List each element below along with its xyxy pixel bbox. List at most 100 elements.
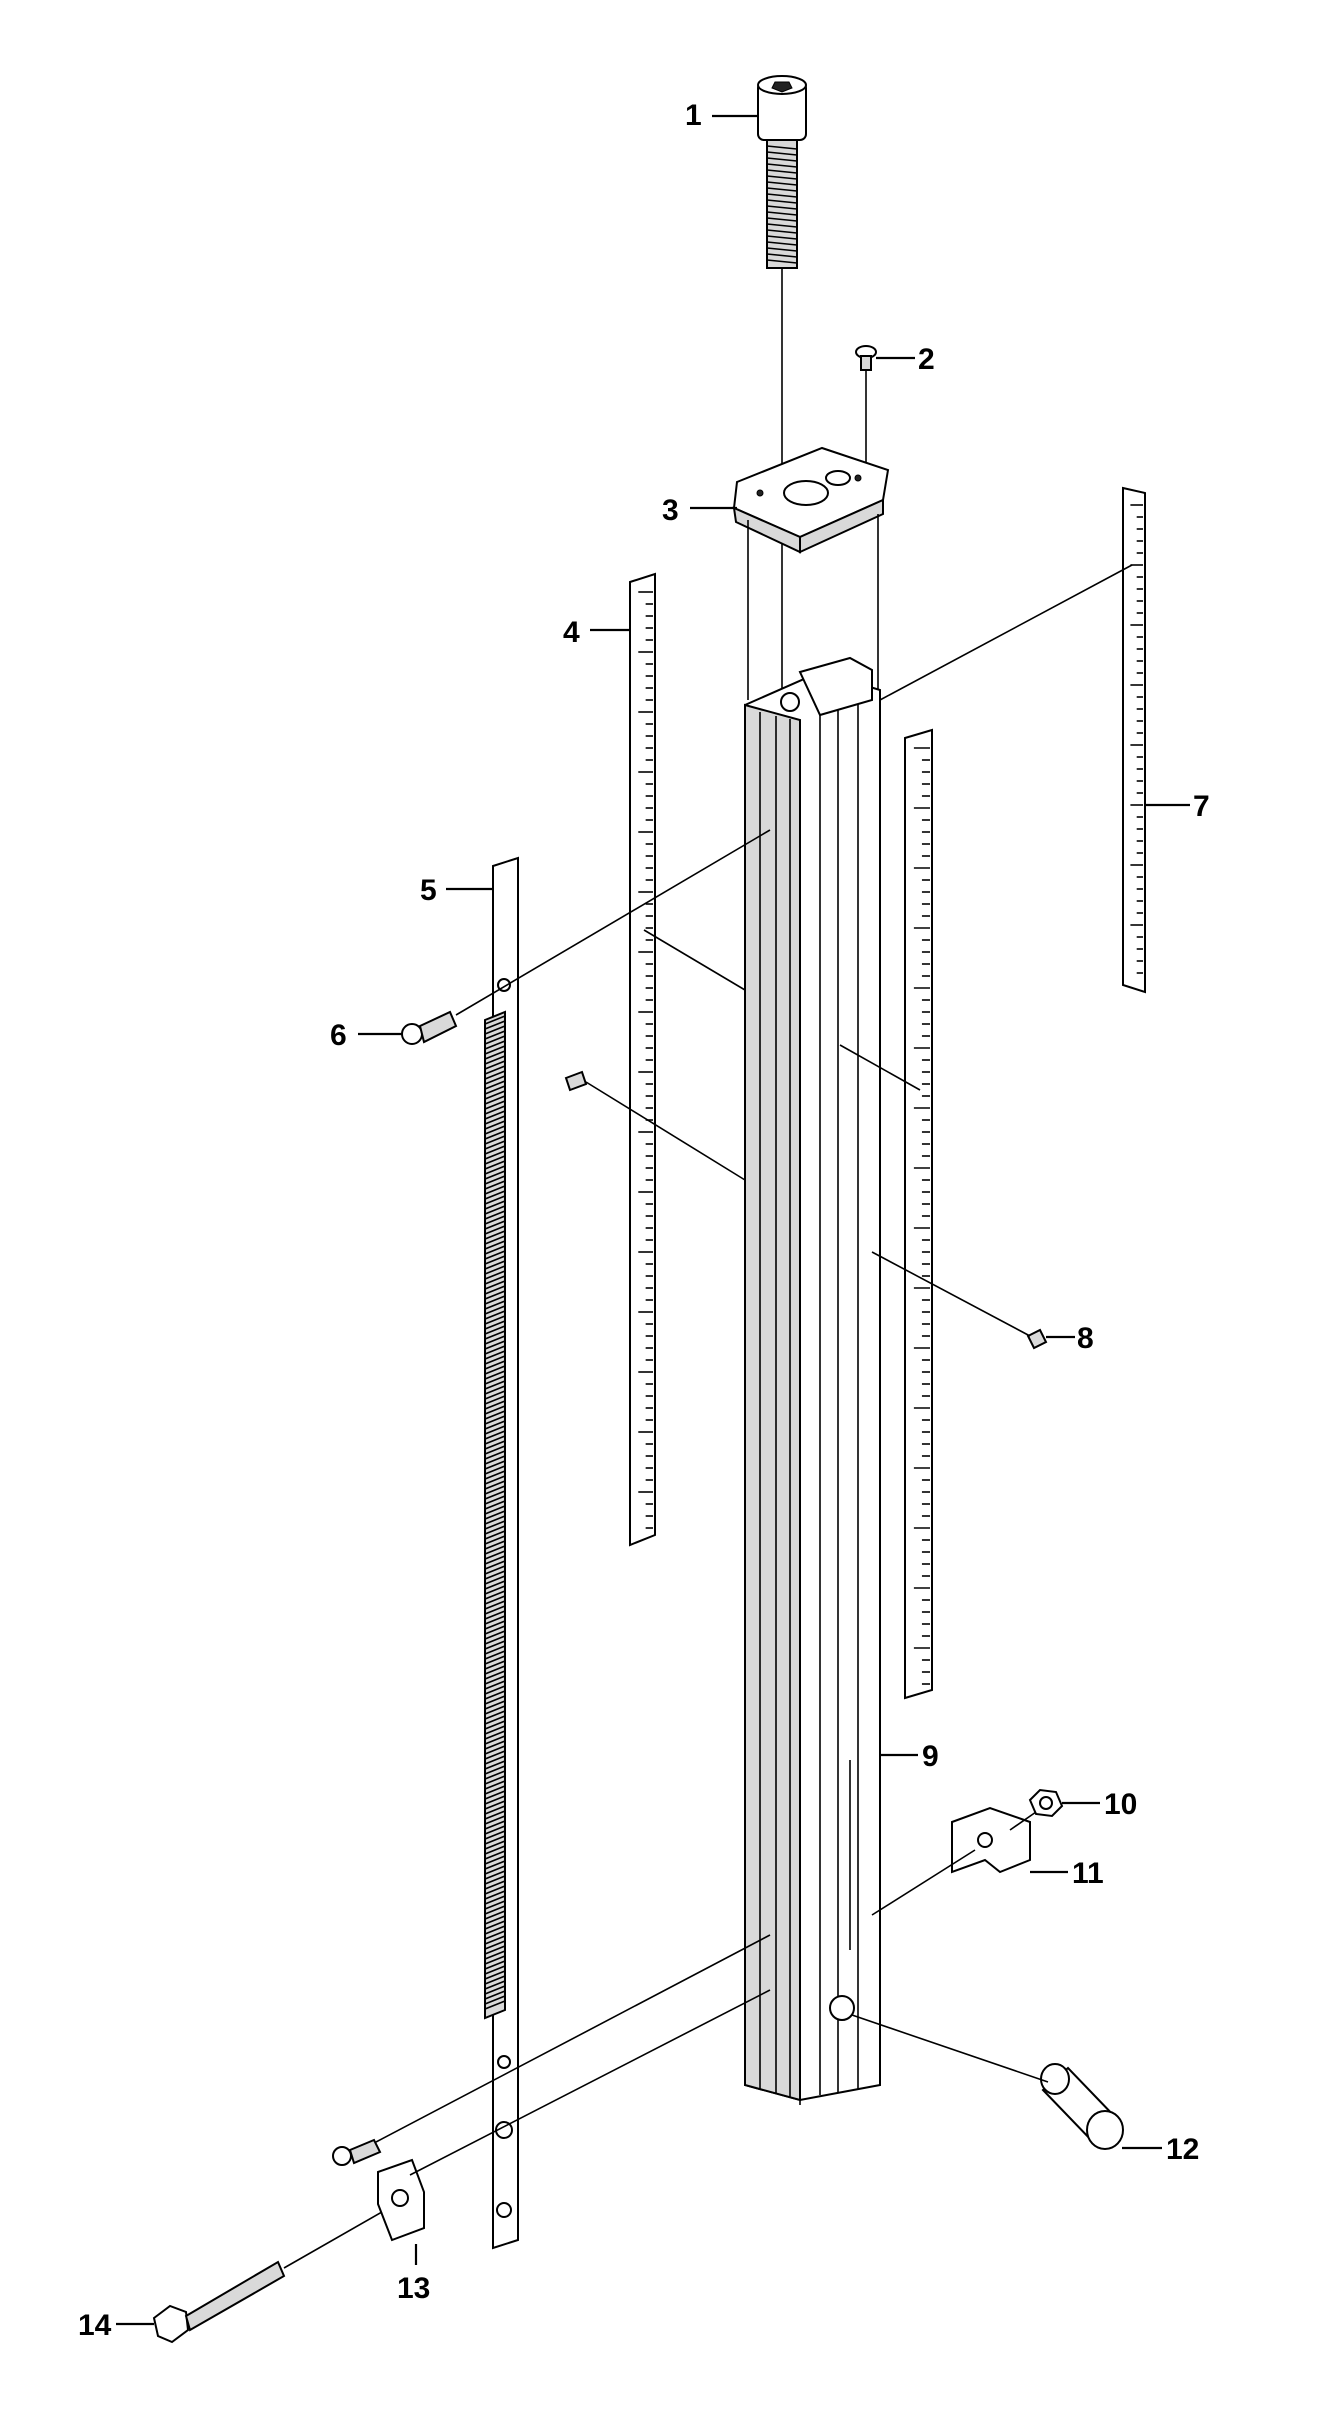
rack-tooth xyxy=(484,1820,506,1830)
part-10-nut xyxy=(1009,1788,1064,1831)
rack-tooth xyxy=(484,1365,506,1375)
rack-tooth xyxy=(484,1765,506,1775)
rack-tooth xyxy=(484,1975,506,1985)
rack-tooth xyxy=(484,1455,506,1465)
rack-tooth xyxy=(484,1475,506,1485)
callout-3: 3 xyxy=(662,494,737,527)
rack-tooth xyxy=(484,1650,506,1660)
rack-tooth xyxy=(484,1290,506,1300)
rack-tooth xyxy=(484,1060,506,1070)
rack-tooth xyxy=(484,1680,506,1690)
rack-tooth xyxy=(484,1670,506,1680)
callout-12: 12 xyxy=(1122,2133,1199,2166)
part-1-socket-bolt xyxy=(757,75,807,700)
rack-tooth xyxy=(484,1080,506,1090)
bolt-thread xyxy=(766,217,798,222)
rack-tooth xyxy=(484,1335,506,1345)
rack-tooth xyxy=(484,1750,506,1760)
rack-tooth xyxy=(484,1735,506,1745)
rack-tooth xyxy=(484,1635,506,1645)
bolt-thread xyxy=(766,175,798,180)
rack-tooth xyxy=(484,1625,506,1635)
rack-tooth xyxy=(484,1965,506,1975)
rack-tooth xyxy=(484,1325,506,1335)
rack-tooth xyxy=(484,1435,506,1445)
bottom-rack-screw xyxy=(332,1934,771,2176)
rack-tooth xyxy=(484,1245,506,1255)
rack-tooth xyxy=(484,1355,506,1365)
rack-tooth xyxy=(484,1860,506,1870)
rack-tooth xyxy=(484,1660,506,1670)
rack-tooth xyxy=(484,1255,506,1265)
callout-7: 7 xyxy=(1145,790,1210,823)
rack-tooth xyxy=(484,1585,506,1595)
rack-tooth xyxy=(484,1865,506,1875)
rack-tooth xyxy=(484,1995,506,2005)
rack-tooth xyxy=(484,1425,506,1435)
bolt-thread xyxy=(766,229,798,234)
rack-tooth xyxy=(484,1875,506,1885)
rack-tooth xyxy=(484,1040,506,1050)
rack-tooth xyxy=(484,1720,506,1730)
callout-6: 6 xyxy=(330,1019,402,1052)
rack-tooth xyxy=(484,1155,506,1165)
rack-tooth xyxy=(484,1310,506,1320)
bolt-thread xyxy=(766,181,798,186)
rack-tooth xyxy=(484,2000,506,2010)
rack-tooth xyxy=(484,1090,506,1100)
part-4-scale-strip xyxy=(629,572,656,1547)
callout-14: 14 xyxy=(78,2309,154,2342)
rack-tooth xyxy=(484,1160,506,1170)
rack-tooth xyxy=(484,1960,506,1970)
bolt-thread xyxy=(766,157,798,162)
assembly-lines xyxy=(643,564,1133,1091)
rack-tooth xyxy=(484,1100,506,1110)
rack-tooth xyxy=(484,1015,506,1025)
svg-text:8: 8 xyxy=(1077,1322,1094,1355)
bolt-thread xyxy=(766,187,798,192)
rack-tooth xyxy=(484,1510,506,1520)
bolt-thread xyxy=(766,199,798,204)
part-12-handle xyxy=(851,2014,1124,2150)
rack-tooth xyxy=(484,1480,506,1490)
rack-tooth xyxy=(484,1205,506,1215)
rack-tooth xyxy=(484,1260,506,1270)
rack-tooth xyxy=(484,1830,506,1840)
rack-tooth xyxy=(484,1695,506,1705)
bolt-thread xyxy=(766,211,798,216)
rack-tooth xyxy=(484,1610,506,1620)
rack-tooth xyxy=(484,1265,506,1275)
rack-tooth xyxy=(484,1375,506,1385)
rack-tooth xyxy=(484,1140,506,1150)
part-3-top-cap xyxy=(732,446,890,700)
rack-tooth xyxy=(484,1340,506,1350)
bolt-thread xyxy=(766,163,798,168)
bolt-thread xyxy=(766,259,798,264)
rack-tooth xyxy=(484,1705,506,1715)
callout-2: 2 xyxy=(876,343,935,376)
rack-tooth xyxy=(484,1955,506,1965)
rack-tooth xyxy=(484,1740,506,1750)
rack-tooth xyxy=(484,1415,506,1425)
rack-tooth xyxy=(484,1485,506,1495)
rack-tooth xyxy=(484,1980,506,1990)
rack-tooth xyxy=(484,1685,506,1695)
rack-tooth xyxy=(484,1535,506,1545)
rack-tooth xyxy=(484,1890,506,1900)
bolt-thread xyxy=(766,241,798,246)
rack-tooth xyxy=(484,1130,506,1140)
rack-tooth xyxy=(484,1805,506,1815)
rack-tooth xyxy=(484,1880,506,1890)
rack-tooth xyxy=(484,1225,506,1235)
rack-tooth xyxy=(484,1395,506,1405)
rack-tooth xyxy=(484,1280,506,1290)
rack-tooth xyxy=(484,1030,506,1040)
rack-tooth xyxy=(484,1835,506,1845)
rack-tooth xyxy=(484,1630,506,1640)
rack-tooth xyxy=(484,1800,506,1810)
rack-tooth xyxy=(484,1560,506,1570)
rack-tooth xyxy=(484,1525,506,1535)
rack-tooth xyxy=(484,1970,506,1980)
callout-1: 1 xyxy=(685,99,758,132)
rack-tooth xyxy=(484,1210,506,1220)
